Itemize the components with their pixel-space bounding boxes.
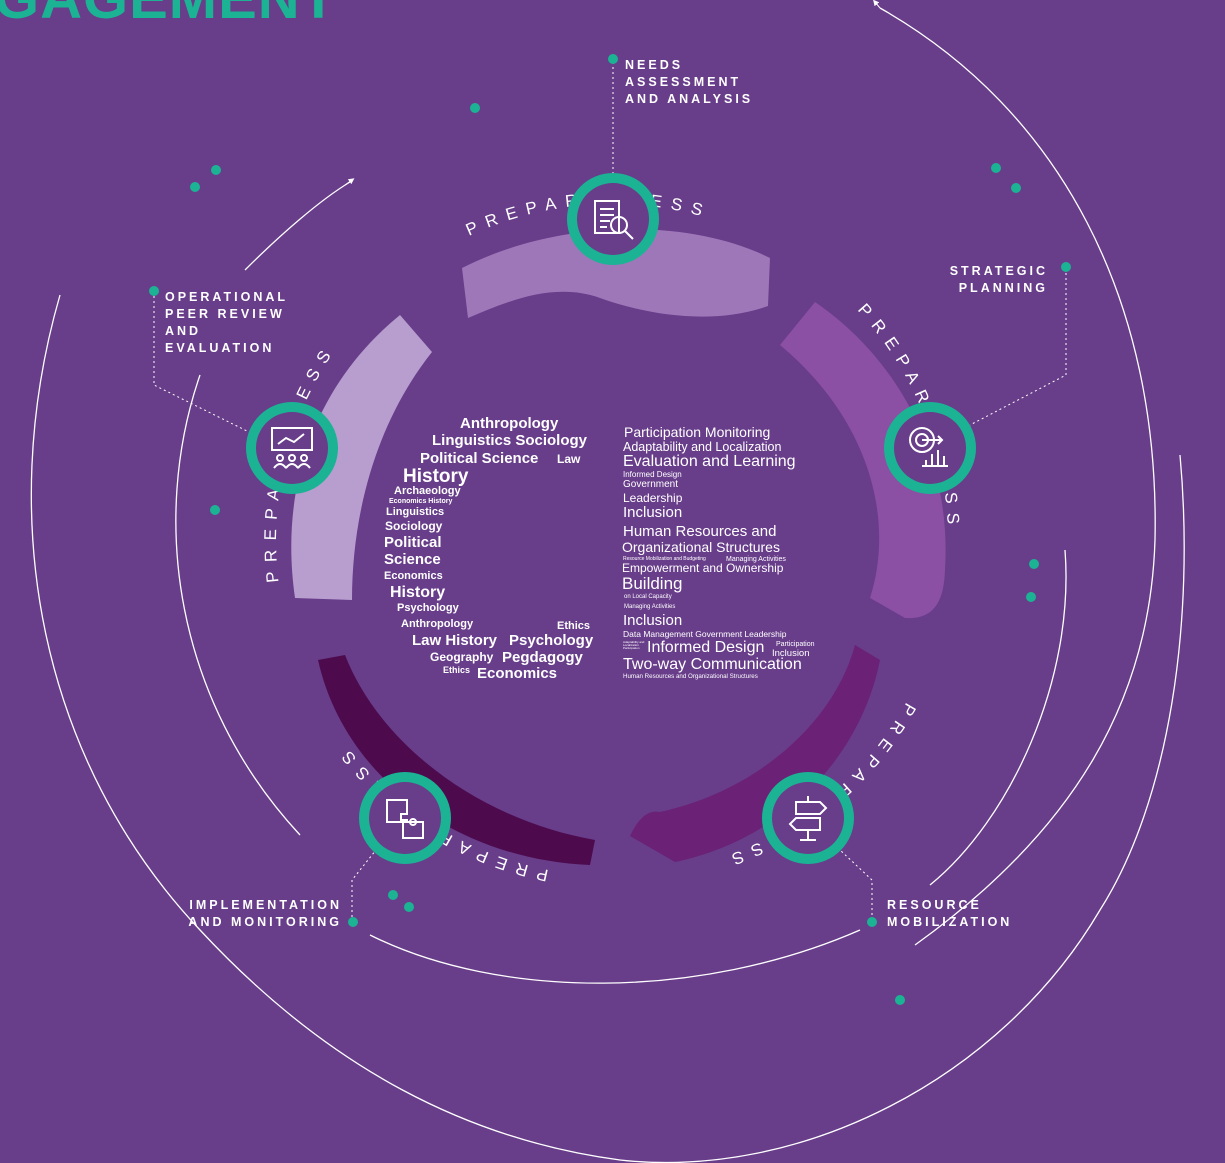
signpost-icon xyxy=(788,796,828,841)
page-title: GAGEMENT xyxy=(0,0,337,28)
left-cloud-word: Anthropology xyxy=(460,415,559,432)
left-cloud-word: Law xyxy=(557,452,581,466)
right-cloud-word: Adaptability and Localization Participat… xyxy=(623,640,645,650)
left-cloud-word: Archaeology xyxy=(394,485,461,497)
left-cloud-word: Geography xyxy=(430,650,494,664)
right-cloud-word: Participation Monitoring xyxy=(624,424,771,440)
left-cloud-word: Economics xyxy=(384,570,443,582)
decorative-dots xyxy=(149,54,1071,1005)
segment-operational-review xyxy=(291,315,432,600)
step-label-operational: OPERATIONAL PEER REVIEW AND EVALUATION xyxy=(165,290,289,355)
right-cloud-word: Data Management Government Leadership xyxy=(623,629,787,639)
right-cloud-word: Leadership xyxy=(623,491,683,505)
presentation-icon xyxy=(271,427,313,469)
left-cloud-word: Linguistics xyxy=(386,506,445,518)
left-cloud-word: Linguistics Sociology xyxy=(432,432,588,449)
step-label-implementation: IMPLEMENTATION AND MONITORING xyxy=(188,898,342,929)
connector-implementation xyxy=(351,844,381,922)
segment-resource-mobilization xyxy=(630,645,880,862)
connector-resource xyxy=(839,849,873,920)
outer-arc-right xyxy=(879,7,1156,946)
left-cloud-word: Political xyxy=(384,534,442,551)
right-cloud-word: Inclusion xyxy=(623,612,683,629)
left-cloud-word: Science xyxy=(384,551,441,568)
arrow-line-upper-left xyxy=(244,181,351,271)
inner-arc-bottom xyxy=(369,929,861,984)
right-cloud-word: Resource Mobilization and Budgeting xyxy=(623,556,706,562)
step-badge-resource xyxy=(762,772,854,864)
right-cloud-word: Managing Activities xyxy=(726,556,786,563)
step-badge-implementation xyxy=(359,772,451,864)
right-cloud-word: Evaluation and Learning xyxy=(623,453,796,470)
right-cloud-word: Inclusion xyxy=(623,504,683,521)
right-cloud-word: Human Resources and xyxy=(623,523,777,540)
step-badge-needs xyxy=(567,173,659,265)
right-cloud-word: Human Resources and Organizational Struc… xyxy=(623,673,758,680)
left-cloud-word: Economics History xyxy=(389,498,453,505)
right-cloud-word: Adaptability and Localization xyxy=(623,440,782,454)
left-cloud-word: Psychology xyxy=(509,632,594,649)
left-cloud-word: Ethics xyxy=(557,620,591,632)
inner-arc-left xyxy=(175,374,301,836)
right-cloud-word: Empowerment and Ownership xyxy=(622,561,784,575)
step-label-resource: RESOURCE MOBILIZATION xyxy=(887,898,1013,929)
left-cloud-word: Ethics xyxy=(443,665,471,675)
connector-operational xyxy=(153,291,256,436)
puzzle-icon xyxy=(386,799,424,839)
left-cloud-word: Sociology xyxy=(385,519,443,533)
right-cloud-word: Participation xyxy=(776,641,815,648)
right-cloud-word: Building xyxy=(622,574,683,593)
right-cloud-word: Informed Design xyxy=(647,639,765,656)
left-cloud-word: Law History xyxy=(412,632,498,649)
inner-arc-right xyxy=(929,549,1067,886)
left-cloud-word: History xyxy=(390,584,446,601)
segment-implementation xyxy=(318,655,595,865)
arrow-head-upper-left xyxy=(344,178,355,186)
right-cloud-word: Informed Design xyxy=(623,470,682,479)
arrow-head-right xyxy=(873,0,881,9)
right-cloud-word: Two-way Communication xyxy=(623,656,802,673)
segment-needs-assessment xyxy=(462,229,770,318)
left-cloud-word: Anthropology xyxy=(401,618,474,630)
step-label-strategic: STRATEGIC PLANNING xyxy=(949,264,1048,295)
step-badge-strategic xyxy=(884,402,976,494)
left-cloud-word: Political Science xyxy=(420,450,539,467)
right-cloud-word: Managing Activities xyxy=(624,604,676,610)
step-badge-operational xyxy=(246,402,338,494)
segment-strategic-planning xyxy=(780,302,946,619)
outer-arc-bottom xyxy=(30,294,1185,1163)
step-label-needs: NEEDS ASSESSMENT AND ANALYSIS xyxy=(625,58,754,106)
left-cloud-word: Psychology xyxy=(397,602,459,614)
right-cloud-word: Organizational Structures xyxy=(622,539,780,555)
right-cloud-word: Inclusion xyxy=(772,648,810,659)
right-cloud-word: Government xyxy=(623,479,679,490)
connector-strategic xyxy=(969,268,1067,426)
target-chart-icon xyxy=(909,427,948,467)
left-cloud-word: Economics xyxy=(477,665,558,682)
right-cloud-word: on Local Capacity xyxy=(624,594,672,600)
document-search-icon xyxy=(594,200,634,240)
left-cloud-word: History xyxy=(403,466,469,487)
left-cloud-word: Pegdagogy xyxy=(502,649,583,666)
